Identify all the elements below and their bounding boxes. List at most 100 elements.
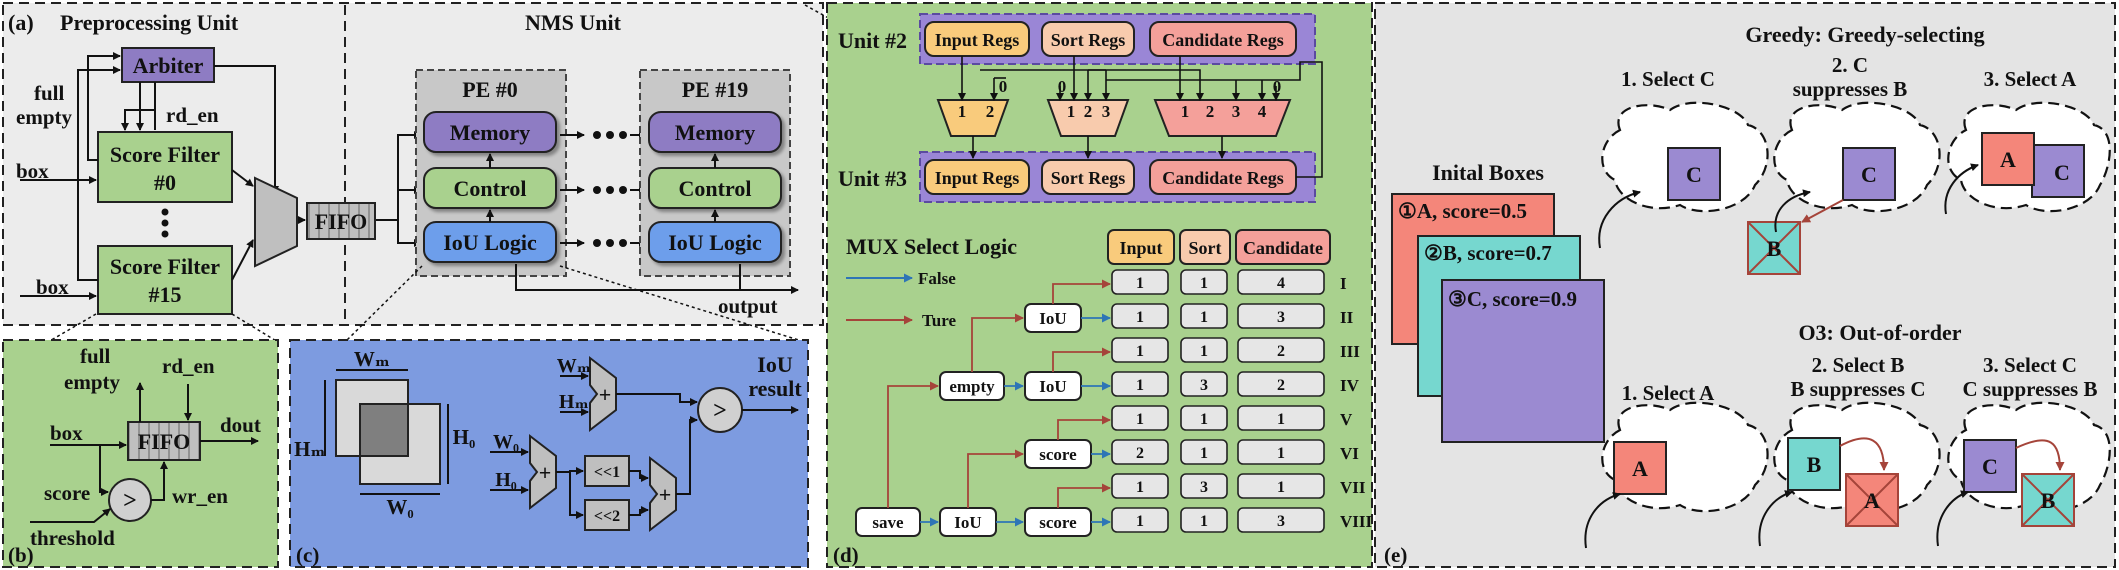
unit-3-label: Unit #3 [838,166,907,191]
mux-cell-input [1111,303,1169,329]
panel-b-score: score [44,481,90,505]
pe-0-memory [423,111,557,153]
adder-top [589,355,617,433]
mux-a [254,176,298,268]
mux-cell-sort-value: 1 [1200,445,1208,462]
shift-left-1-label: <<1 [594,464,620,481]
score-filter-15-line2: #15 [149,282,182,307]
panel-a: (a) Preprocessing Unit NMS Unit Arbiter … [2,2,824,326]
mux-cand-in2: 2 [1206,102,1215,121]
mux-cell-cand-value: 1 [1277,445,1285,462]
adder-left-plus: + [539,460,552,485]
unit-2-candidate-regs-label: Candidate Regs [1162,30,1284,50]
pe-19-control-label: Control [679,176,752,201]
arbiter-label: Arbiter [133,53,204,78]
initial-boxes-title: Inital Boxes [1432,160,1544,185]
greedy-s3-box-c [2031,144,2085,198]
node-iou-bot-label: IoU [954,513,981,532]
mux-cell-sort [1180,269,1228,295]
legend-true-label: Ture [922,311,956,330]
o3-s1-box-a [1613,441,1667,495]
greedy-s3-box-a [1981,132,2035,186]
mux-cand-zero: 0 [1273,77,1282,96]
mux-cell-sort-value: 3 [1200,377,1208,394]
shift-left-2-label: <<2 [594,508,620,525]
mux-row-roman: V [1340,410,1353,429]
panel-b: full empty rd_en box FIFO dout > score w… [2,339,279,568]
panel-c: Wₘ Hₘ H₀ W₀ + + + <<1 <<2 > Wₘ Hₘ W₀ H₀ … [289,339,809,568]
mux-cell-sort-value: 1 [1200,411,1208,428]
panel-c-hm: Hₘ [294,437,326,461]
score-filter-15-line1: Score Filter [110,254,220,279]
mux-input-zero: 0 [999,77,1008,96]
mux-cell-cand-value: 3 [1277,309,1285,326]
mux-cand-in1: 1 [1181,102,1190,121]
mux-cell-sort [1180,473,1228,499]
pe-19-memory-label: Memory [675,120,756,145]
unit-2-input-regs [924,21,1030,57]
output-label: output [718,294,778,318]
empty-label: empty [16,105,72,129]
pe-0-control-label: Control [454,176,527,201]
panel-b-dout: dout [220,413,261,437]
mux-input-in2: 2 [986,102,995,121]
mux-candidate [1153,99,1292,137]
panel-c-wm-input: Wₘ [557,355,592,377]
mux-cell-input [1111,473,1169,499]
pe-chain-ellipsis [593,131,627,247]
node-save-label: save [872,513,904,532]
unit-3-input-regs-label: Input Regs [935,168,1020,188]
box-overlap [359,403,409,457]
node-iou-top-label: IoU [1039,309,1066,328]
panel-a-wires [20,52,422,300]
mux-cell-input-value: 1 [1136,479,1144,496]
mux-cell-cand-value: 1 [1277,411,1285,428]
mux-cell-sort-value: 3 [1200,479,1208,496]
greedy-step1: 1. Select C [1621,67,1715,91]
score-filter-0-line2: #0 [154,170,176,195]
mux-cell-input-value: 1 [1136,411,1144,428]
panel-e: Greedy: Greedy-selecting O3: Out-of-orde… [1374,2,2116,568]
mux-input-in1: 1 [958,102,967,121]
mux-logic-arrows [887,279,1111,527]
mux-cell-cand [1237,371,1325,397]
mux-select-title: MUX Select Logic [846,234,1017,259]
nms-title: NMS Unit [525,10,622,35]
mux-cell-cand-value: 2 [1277,343,1285,360]
mux-cell-input-value: 2 [1136,445,1144,462]
o3-step2-line1: 2. Select B [1812,353,1905,377]
mux-row-roman: VI [1340,444,1359,463]
panel-b-rd-en: rd_en [162,354,215,378]
rd-en-label: rd_en [166,103,219,127]
panel-c-h0-input: H₀ [495,469,517,491]
mux-cell-cand-value: 4 [1277,275,1285,292]
unit-2-input-regs-label: Input Regs [935,30,1020,50]
o3-step1: 1. Select A [1622,381,1716,405]
mux-row-roman: IV [1340,376,1360,395]
unit-2-sort-regs [1041,21,1135,57]
iou-result-line1: IoU [757,352,793,377]
mux-row-roman: VIII [1340,512,1373,531]
mux-sort-in1: 1 [1067,102,1076,121]
panel-b-fifo-label: FIFO [138,429,191,454]
panel-b-full: full [80,344,111,368]
node-empty-label: empty [949,377,995,396]
panel-d: Unit #2 Unit #3 Input Regs Sort Regs Can… [826,2,1373,568]
unit-3-candidate-regs-label: Candidate Regs [1162,168,1284,188]
mux-cand-in3: 3 [1232,102,1241,121]
panel-b-empty: empty [64,370,120,394]
mux-cell-sort [1180,507,1228,533]
mux-sort [1046,99,1130,137]
output-wires [515,264,799,294]
greedy-title: Greedy: Greedy-selecting [1745,22,1984,47]
o3-s3-b-label: B [2041,488,2056,513]
pe-chain-wires [560,131,647,247]
o3-s3-box-c [1963,439,2017,493]
unit-3-sort-regs-label: Sort Regs [1051,168,1126,188]
mux-cell-cand [1237,507,1325,533]
greedy-s2-b-cross [1747,221,1801,275]
mux-cell-sort [1180,439,1228,465]
panel-c-cmp-symbol: > [713,398,727,424]
mux-cell-cand [1237,473,1325,499]
